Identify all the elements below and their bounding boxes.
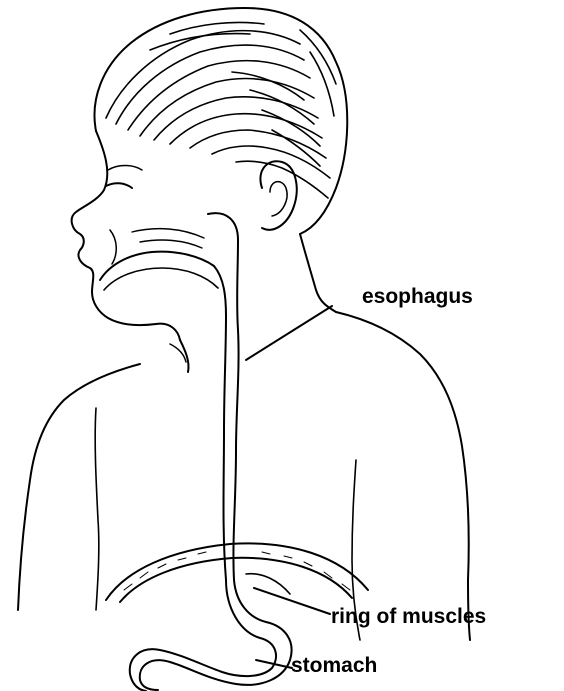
eye <box>106 183 132 188</box>
tongue <box>104 268 218 290</box>
palate <box>132 229 204 238</box>
cheek <box>110 230 116 264</box>
hair-strands <box>106 22 336 198</box>
stomach-outline <box>140 580 292 690</box>
palate-2 <box>140 240 202 248</box>
oral-cavity <box>100 252 214 280</box>
right-shoulder <box>336 312 470 640</box>
stomach-leader <box>256 660 292 668</box>
stomach-curve <box>246 574 290 594</box>
ring-leader <box>254 588 330 614</box>
diaphragm-inner <box>120 558 352 602</box>
ear-inner <box>270 182 287 216</box>
label-ring-of-muscles: ring of muscles <box>331 606 486 627</box>
label-stomach: stomach <box>291 655 377 676</box>
left-shoulder <box>18 364 140 610</box>
esophagus-leader <box>246 306 332 360</box>
pharynx-front <box>214 266 226 580</box>
label-esophagus: esophagus <box>362 286 473 307</box>
left-arm-inner <box>95 408 99 610</box>
eyebrow <box>108 166 142 171</box>
ear <box>260 161 296 230</box>
neck-back <box>300 234 336 312</box>
face-profile <box>72 131 180 340</box>
